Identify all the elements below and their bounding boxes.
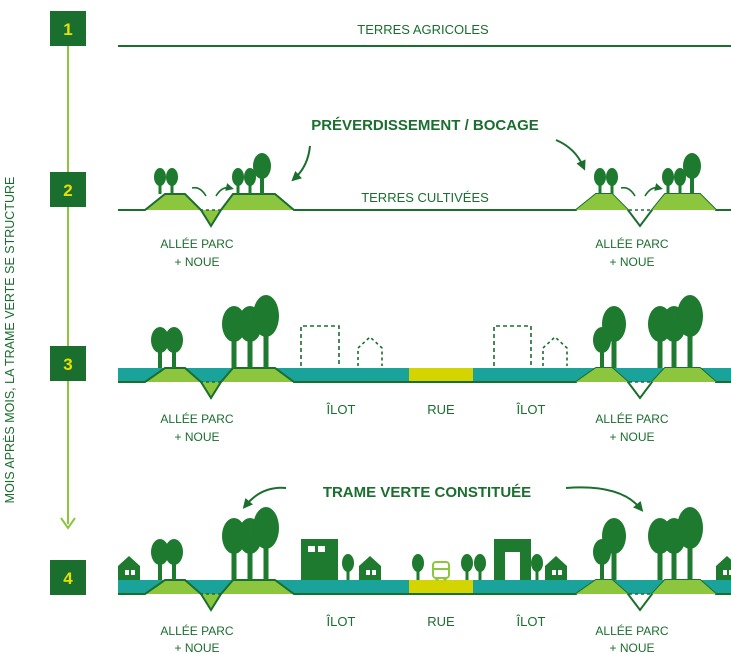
row2-left-label-l1: ALLÉE PARC [160, 236, 233, 251]
future-building-left [300, 325, 340, 366]
row3-right-mound [576, 368, 716, 382]
row2-center-label: TERRES CULTIVÉES [361, 190, 489, 205]
timeline-arrow [60, 517, 76, 530]
step-1-badge: 1 [50, 11, 86, 46]
step-number: 2 [63, 181, 72, 200]
vertical-caption: MOIS APRÈS MOIS, LA TRAME VERTE SE STRUC… [2, 177, 17, 504]
row3-right-label-l2: + NOUE [609, 430, 654, 444]
step-4-badge: 4 [50, 560, 86, 595]
row4-left-label-l2: + NOUE [174, 641, 219, 654]
building-icon [301, 539, 338, 580]
row4-rue: RUE [427, 614, 455, 629]
sprout-arrows-left [191, 188, 230, 197]
sprout-arrows-right [620, 188, 659, 197]
building-icon [494, 539, 531, 580]
row-4: TRAME VERTE CONSTITUÉE [118, 484, 731, 654]
row4-heading: TRAME VERTE CONSTITUÉE [323, 484, 531, 501]
row-1: TERRES AGRICOLES [118, 22, 731, 47]
house-icon [118, 556, 140, 580]
step-2-badge: 2 [50, 172, 86, 207]
row2-right-label-l1: ALLÉE PARC [595, 236, 668, 251]
row4-right-mound [576, 580, 716, 594]
future-building-right [493, 325, 532, 366]
row2-ground [118, 193, 731, 228]
row3-right-label-l1: ALLÉE PARC [595, 411, 668, 426]
row2-right-label-l2: + NOUE [609, 255, 654, 269]
row4-road [409, 580, 473, 594]
row3-ilot-right: ÎLOT [516, 402, 546, 417]
house-icon [359, 556, 381, 580]
row3-left-label-l1: ALLÉE PARC [160, 411, 233, 426]
row2-right-arrow [555, 139, 586, 171]
house-icon [545, 556, 567, 580]
row4-right-label-l2: + NOUE [609, 641, 654, 654]
future-house-left [357, 335, 383, 366]
row4-ilot-left: ÎLOT [326, 614, 356, 629]
row2-heading: PRÉVERDISSEMENT / BOCAGE [311, 117, 539, 134]
row3-ground [118, 367, 731, 400]
row-2: PRÉVERDISSEMENT / BOCAGE TERRES CULTIVÉE… [118, 117, 731, 269]
row2-right-mound [576, 194, 716, 210]
step-number: 3 [63, 355, 72, 374]
row4-left-arrow [242, 486, 287, 509]
house-icon [716, 556, 731, 580]
row3-ilot-left: ÎLOT [326, 402, 356, 417]
row2-left-label-l2: + NOUE [174, 255, 219, 269]
bus-icon [432, 561, 450, 581]
row4-right-label-l1: ALLÉE PARC [595, 623, 668, 638]
row4-ground [118, 579, 731, 612]
future-house-right [542, 335, 568, 366]
row3-road [409, 368, 473, 382]
row3-rue: RUE [427, 402, 455, 417]
row-3: ALLÉE PARC + NOUE ÎLOT RUE ÎLOT ALLÉE PA… [118, 295, 731, 444]
row4-right-arrow [565, 486, 644, 512]
step-number: 4 [63, 569, 73, 588]
row3-left-label-l2: + NOUE [174, 430, 219, 444]
row4-left-label-l1: ALLÉE PARC [160, 623, 233, 638]
row1-label: TERRES AGRICOLES [357, 22, 489, 37]
step-number: 1 [63, 20, 72, 39]
row4-ilot-right: ÎLOT [516, 614, 546, 629]
step-3-badge: 3 [50, 346, 86, 381]
row2-left-arrow [291, 145, 311, 182]
